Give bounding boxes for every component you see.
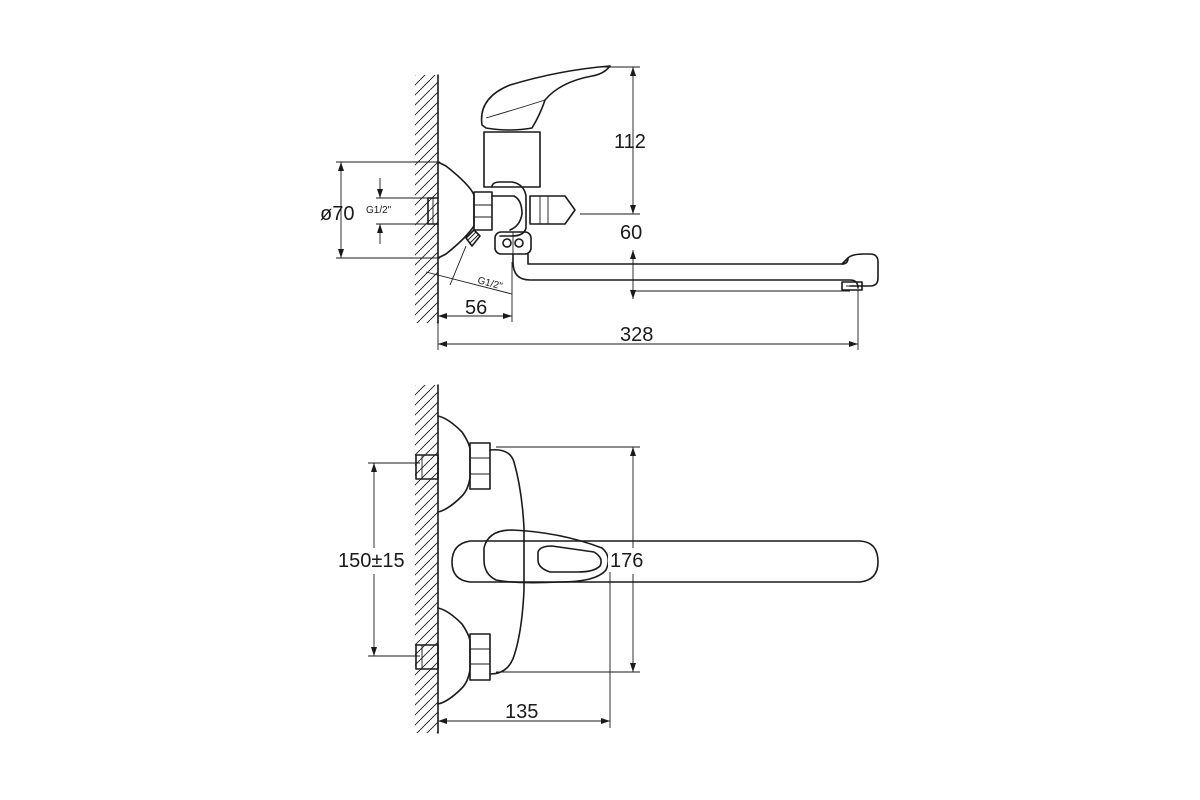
dim-flange-diameter: ø70 G1/2" xyxy=(320,161,440,259)
spout-top xyxy=(451,540,879,583)
dim-70-label: ø70 xyxy=(320,203,354,225)
spout-side xyxy=(494,231,879,291)
dim-handle-reach: 135 xyxy=(438,572,611,728)
wall-hatch-top xyxy=(415,74,439,324)
thread-label-side: G1/2" xyxy=(476,275,504,292)
dim-spout-height: 112 xyxy=(580,66,646,215)
dim-176-label: 176 xyxy=(610,550,643,572)
dim-60-label: 60 xyxy=(620,222,642,244)
hex-nut-side xyxy=(473,191,493,231)
wall-hatch-bottom xyxy=(415,384,439,734)
lower-inlet xyxy=(415,607,491,705)
flange-side xyxy=(437,161,475,259)
lever-handle-top xyxy=(483,529,610,584)
dim-135-label: 135 xyxy=(505,701,538,723)
lever-handle-side xyxy=(480,65,611,131)
dim-112-label: 112 xyxy=(614,131,646,153)
dim-150-label: 150±15 xyxy=(338,550,405,572)
faucet-body-top xyxy=(489,448,525,675)
dim-spout-reach: 328 xyxy=(437,290,859,350)
side-inlet-connector xyxy=(465,229,481,247)
dim-wall-offset: 56 xyxy=(438,262,513,322)
valve-body-side xyxy=(483,131,576,237)
dim-328-label: 328 xyxy=(620,324,653,346)
side-view: 112 60 ø70 G1/2" xyxy=(320,65,879,350)
thread-label-top: G1/2" xyxy=(366,205,392,216)
dim-inlet-spacing: 150±15 xyxy=(336,462,420,657)
upper-inlet xyxy=(415,415,491,513)
top-view: 150±15 176 135 xyxy=(336,384,879,734)
dim-body-height: 176 xyxy=(496,446,654,673)
dim-handle-spout: 60 xyxy=(620,222,850,299)
dim-56-label: 56 xyxy=(465,297,487,319)
